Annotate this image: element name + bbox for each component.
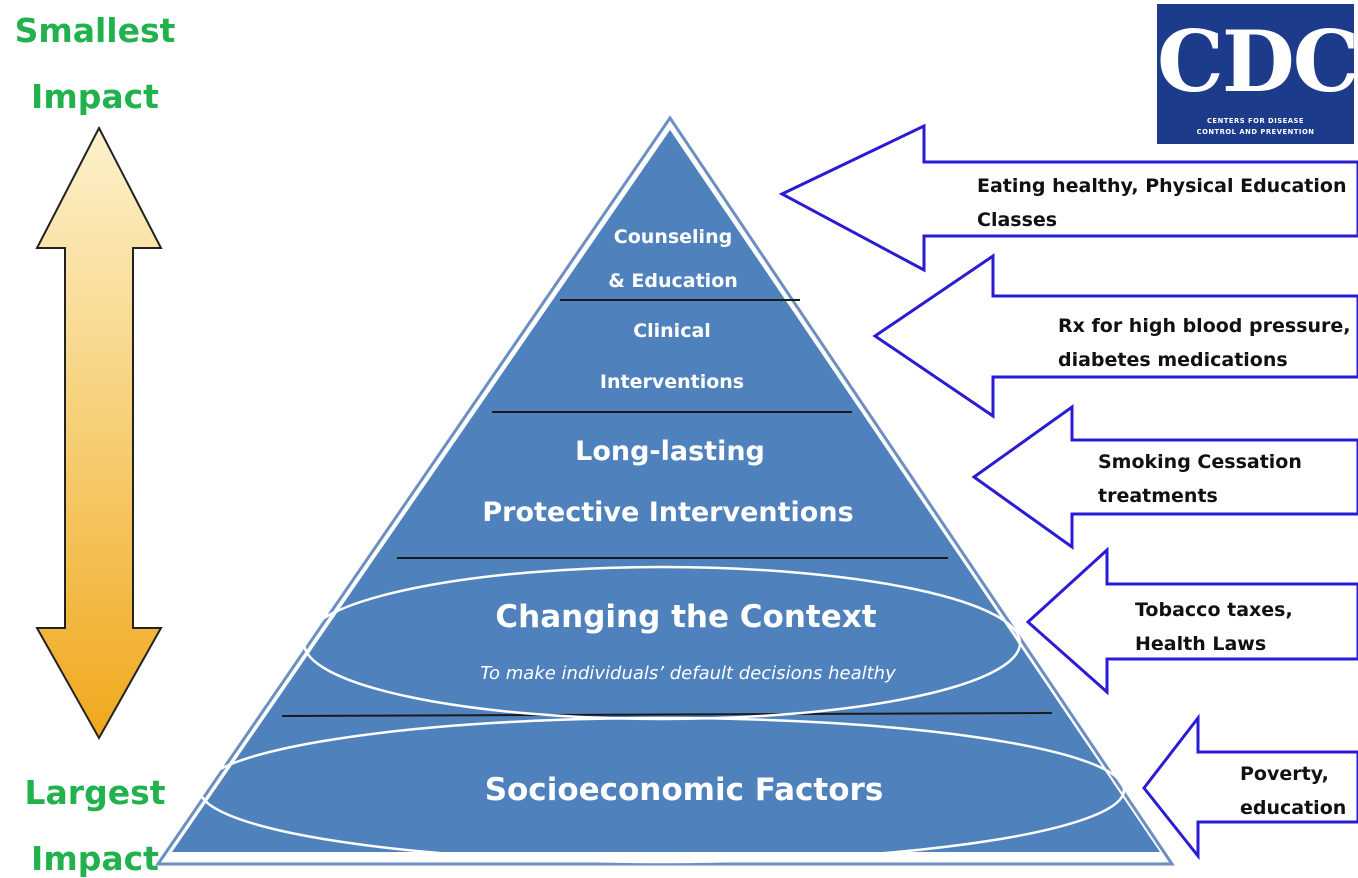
cdc-logo: CDC CENTERS FOR DISEASE CONTROL AND PREV… [1157,4,1358,144]
callout-text-5: Poverty, education [1240,757,1346,825]
tier-divider [281,712,1053,717]
tier-long-lasting-line1: Long-lasting [575,436,765,467]
smallest-impact-label-line2: Impact [31,77,159,116]
callout-text-3-line2: treatments [1098,485,1218,507]
cdc-logo-subtitle-line1: CENTERS FOR DISEASE [1206,117,1305,125]
callout-text-4-line1: Tobacco taxes, [1135,599,1293,621]
callout-text-5-line1: Poverty, [1240,763,1329,785]
callout-text-3: Smoking Cessation treatments [1098,445,1302,513]
tier-context-subtitle: To make individuals’ default decisions h… [480,663,896,684]
tier-socioeconomic-title: Socioeconomic Factors [485,772,884,808]
callout-text-5-line2: education [1240,797,1347,819]
tier-counseling-line1: Counseling [614,226,732,248]
largest-impact-label: Largest [24,773,166,812]
cdc-logo-subtitle-line2: CONTROL AND PREVENTION [1196,128,1315,136]
callout-arrow-5 [1142,713,1358,861]
pyramid-body [172,130,1160,852]
callout-text-2: Rx for high blood pressure, diabetes med… [1058,309,1351,377]
callout-text-1-line1: Eating healthy, Physical Education [977,175,1347,197]
callout-arrow-3 [971,404,1358,550]
callout-text-1-line2: Classes [977,209,1058,231]
callout-text-4: Tobacco taxes, Health Laws [1135,593,1293,661]
callout-text-2-line1: Rx for high blood pressure, [1058,315,1351,337]
cdc-logo-subtitle: CENTERS FOR DISEASE CONTROL AND PREVENTI… [1157,116,1354,138]
tier-counseling-line2: & Education [608,270,738,292]
callout-text-3-line1: Smoking Cessation [1098,451,1302,473]
cdc-logo-text: CDC [1157,12,1358,111]
highlight-ellipse-socioeconomic [198,716,1126,864]
callout-arrow-1 [778,123,1358,273]
callout-text-4-line2: Health Laws [1135,633,1267,655]
tier-long-lasting-line2: Protective Interventions [482,497,853,528]
callout-text-2-line2: diabetes medications [1058,349,1288,371]
impact-scale-arrow [35,125,163,741]
tier-clinical-line1: Clinical [633,320,711,342]
smallest-impact-label: Smallest [14,11,176,50]
callout-arrow-4 [1025,546,1358,696]
largest-impact-label-line2: Impact [31,839,159,878]
tier-clinical-line2: Interventions [600,371,744,393]
callout-arrow-2 [872,253,1358,419]
callout-text-1: Eating healthy, Physical Education Class… [977,169,1346,237]
tier-context-title: Changing the Context [495,599,876,635]
